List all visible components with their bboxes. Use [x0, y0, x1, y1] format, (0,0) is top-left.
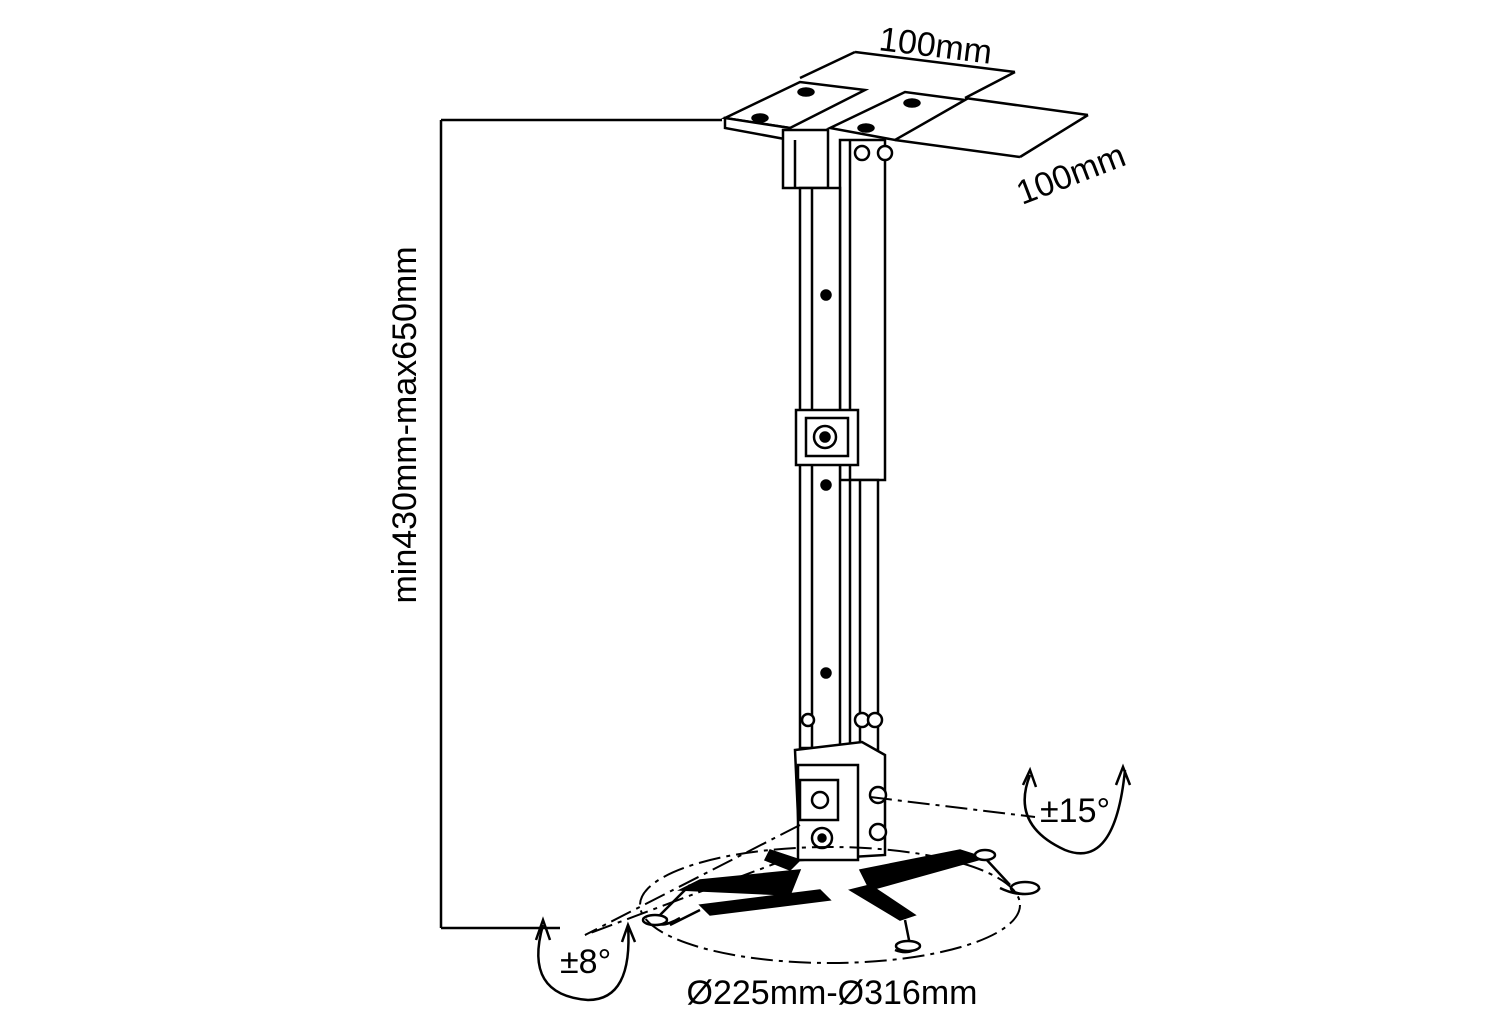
tilt-angle-label: ±8°	[560, 943, 611, 981]
tilt-head	[793, 740, 888, 862]
swivel-angle-label: ±15°	[1040, 792, 1110, 830]
extension-pole	[798, 138, 894, 752]
mounting-legs	[641, 848, 1041, 954]
height-range-label: min430mm-max650mm	[386, 246, 424, 603]
ceiling-bracket	[720, 80, 969, 190]
height-clamp	[794, 408, 860, 467]
plate-width-label: 100mm	[877, 20, 994, 72]
plate-depth-label: 100mm	[1011, 136, 1130, 212]
diameter-range-label: Ø225mm-Ø316mm	[687, 974, 978, 1012]
diameter-outline	[639, 846, 1021, 964]
plate-dimension-lines	[799, 50, 1089, 159]
tilt-indicator	[534, 824, 801, 1002]
height-dimension	[439, 118, 722, 930]
swivel-indicator	[869, 763, 1132, 855]
